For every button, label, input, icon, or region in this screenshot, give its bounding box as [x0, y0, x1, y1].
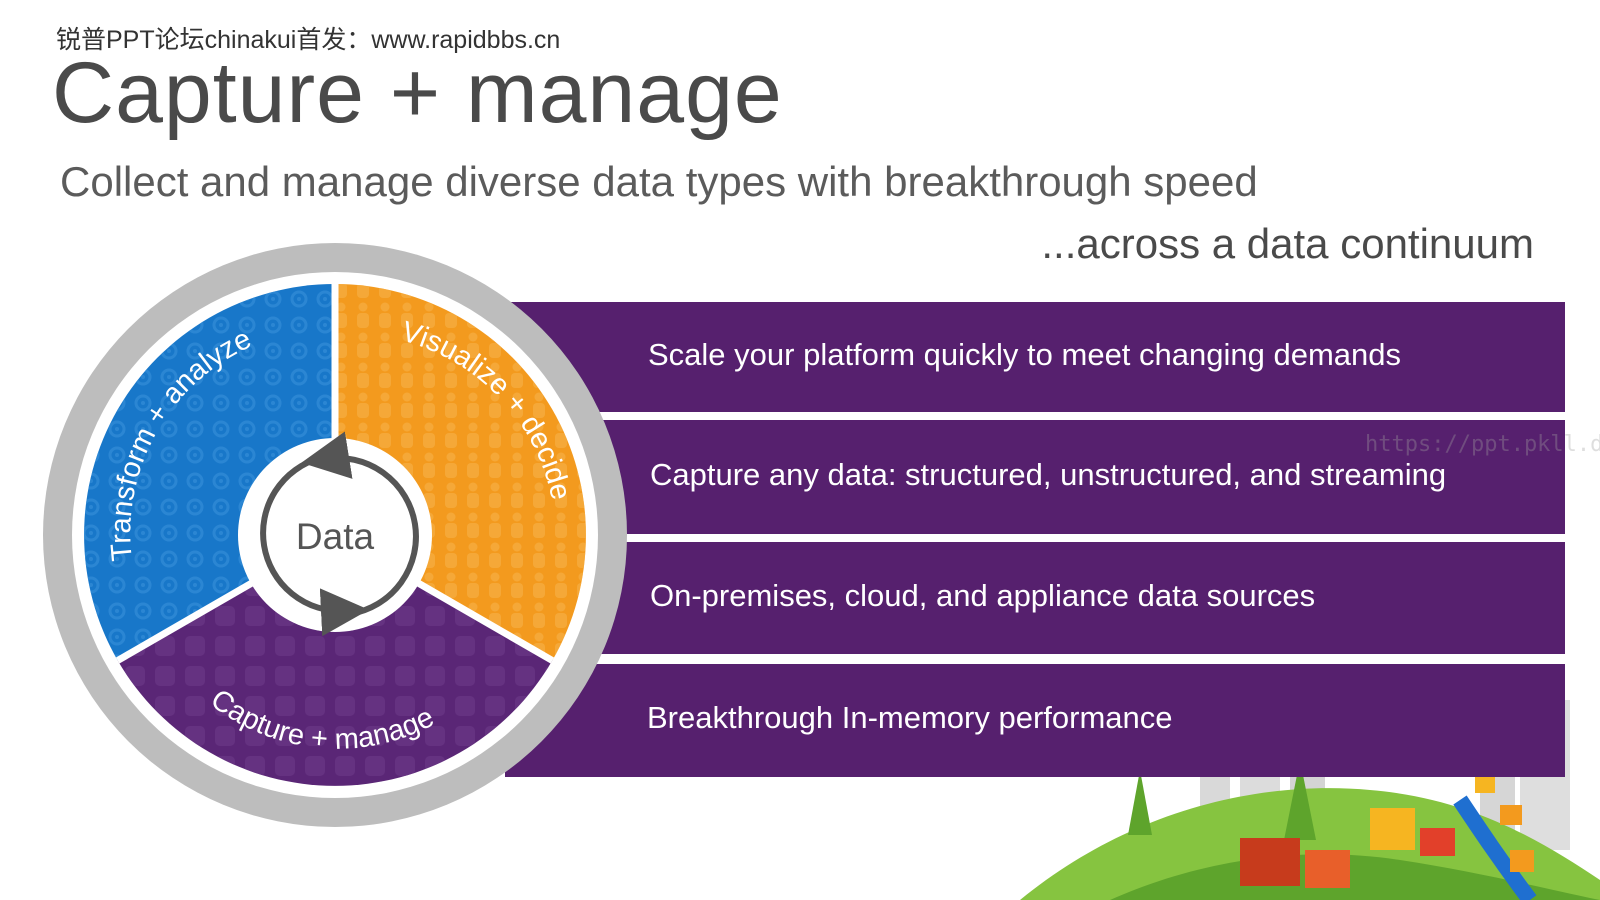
feature-band-text-3: On-premises, cloud, and appliance data s… [650, 578, 1316, 613]
watermark-text: 锐普PPT论坛chinakui首发：www.rapidbbs.cn [56, 26, 561, 54]
feature-band-text-4: Breakthrough In-memory performance [647, 700, 1173, 735]
data-hub [238, 438, 432, 632]
feature-band-3 [505, 542, 1565, 654]
hub-label: Data [296, 516, 375, 557]
feature-band-text-1: Scale your platform quickly to meet chan… [648, 337, 1402, 372]
landscape-illustration [1020, 700, 1600, 900]
feature-band-4 [505, 664, 1565, 777]
slide-title: Capture + manage [52, 45, 783, 141]
cycle-arrow-icon [260, 455, 369, 637]
feature-band-1 [505, 302, 1565, 412]
feature-bands [505, 302, 1565, 777]
slide-tagline: ...across a data continuum [1041, 220, 1534, 267]
cycle-arrow-icon [301, 431, 419, 617]
feature-band-text-2: Capture any data: structured, unstructur… [650, 457, 1447, 492]
ghost-watermark-url: https://ppt.pkll.de [1365, 432, 1600, 457]
slide-subtitle: Collect and manage diverse data types wi… [60, 158, 1258, 205]
feature-band-2 [505, 420, 1565, 534]
